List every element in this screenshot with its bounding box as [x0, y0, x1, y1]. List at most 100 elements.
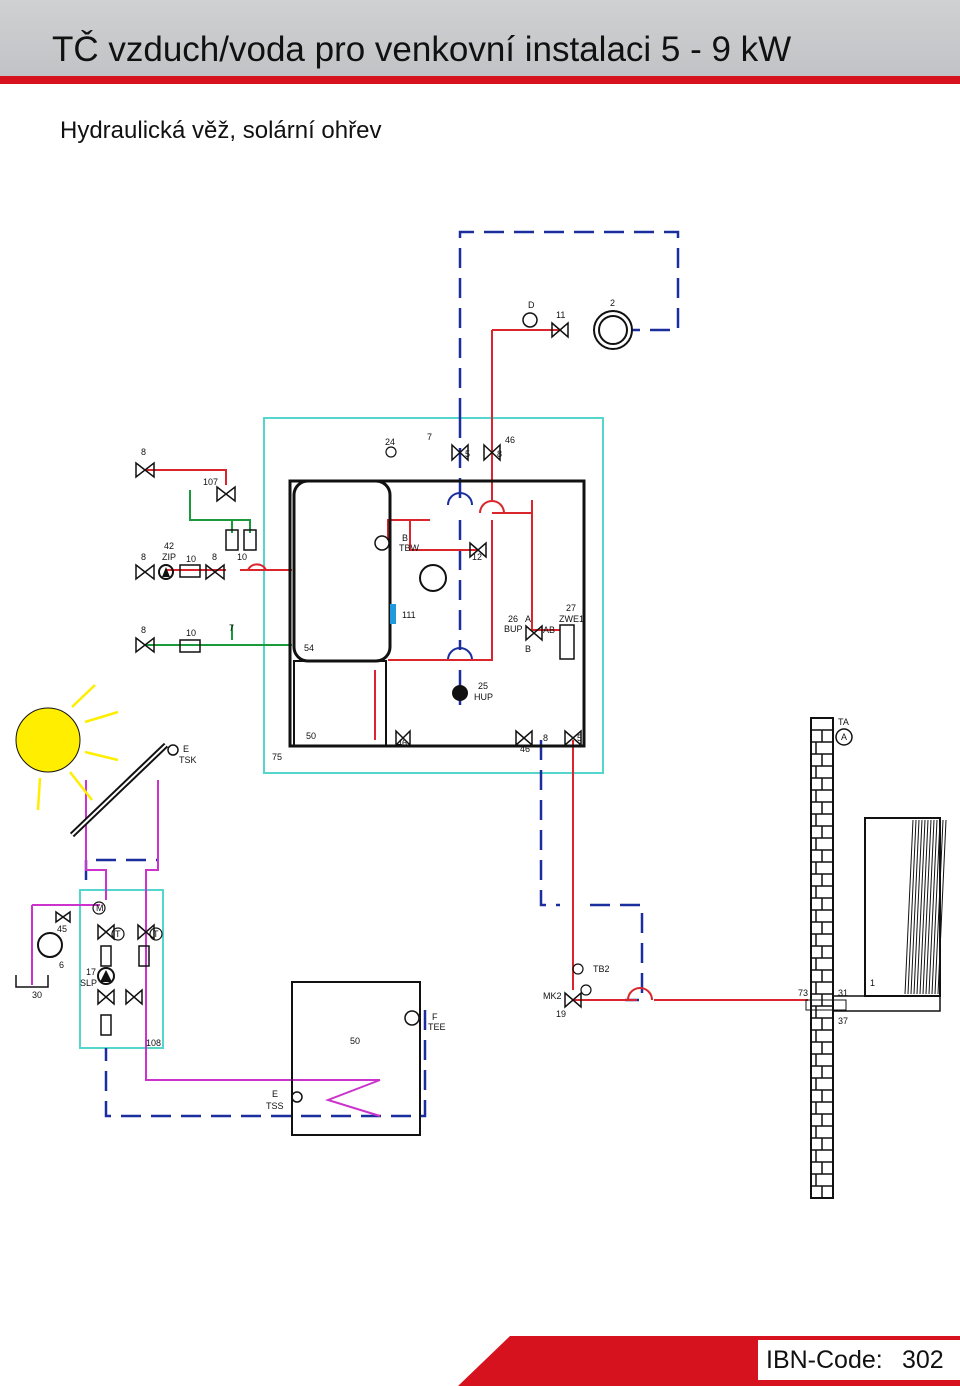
label-8c: 8 — [212, 552, 217, 562]
thermometer-1 — [111, 927, 125, 941]
footer-code-box — [758, 1340, 960, 1380]
heat-exchanger-fin — [916, 819, 926, 995]
label-a: A — [525, 614, 531, 624]
label-30: 30 — [32, 990, 42, 1000]
heat-exchanger-fin — [922, 819, 932, 995]
label-27: 27 — [566, 603, 576, 613]
label-8a: 8 — [141, 447, 146, 457]
sensor-ta — [835, 728, 853, 746]
heat-exchanger-fin — [913, 819, 923, 995]
label-tss: TSS — [266, 1101, 284, 1111]
label-10c: 10 — [186, 628, 196, 638]
solar-station-frame — [79, 889, 164, 1049]
label-tb2: TB2 — [593, 964, 610, 974]
heat-exchanger-fin — [925, 819, 935, 995]
drain-tray-30 — [15, 975, 49, 988]
cold-water-lines — [145, 490, 292, 646]
label-m: M — [96, 903, 104, 913]
heat-exchanger-fin — [931, 819, 941, 995]
component-labels: 8 107 42 ZIP 8 10 8 10 8 10 7 54 24 7 5 … — [32, 298, 875, 1111]
label-bb: B — [525, 644, 531, 654]
label-31: 31 — [838, 988, 848, 998]
label-7b: 7 — [427, 432, 432, 442]
zwe1-heater — [559, 624, 575, 660]
label-11: 11 — [556, 310, 565, 320]
solar-lines — [31, 780, 381, 1117]
heat-exchanger-fin — [919, 819, 929, 995]
heat-exchanger-fin — [904, 819, 914, 995]
tower-housing — [288, 479, 586, 748]
label-46b: 46 — [397, 738, 407, 748]
label-a-circle: A — [841, 732, 847, 742]
ibn-code-label: IBN-Code: — [766, 1346, 883, 1374]
label-111: 111 — [402, 610, 416, 620]
label-tsk: TSK — [179, 755, 197, 765]
heat-exchanger-fin — [937, 819, 947, 995]
boiler-2-inner — [598, 315, 628, 345]
label-8b: 8 — [141, 552, 146, 562]
page-title: TČ vzduch/voda pro venkovní instalaci 5 … — [52, 30, 792, 69]
label-1: 1 — [870, 978, 875, 988]
supply-lines — [145, 329, 808, 1001]
thermometer-2 — [149, 927, 163, 941]
header-bar — [0, 0, 960, 84]
label-zwe1: ZWE1 — [559, 614, 584, 624]
label-ab: AB — [543, 625, 555, 635]
label-10a: 10 — [186, 554, 196, 564]
label-8d: 8 — [141, 625, 146, 635]
sensor-tbw — [374, 535, 390, 551]
label-10b: 10 — [237, 552, 247, 562]
label-42: 42 — [164, 541, 174, 551]
sensor-d — [522, 312, 538, 328]
label-107: 107 — [203, 477, 218, 487]
label-tbw: TBW — [399, 543, 420, 553]
label-8f: 8 — [543, 733, 548, 743]
label-24: 24 — [385, 437, 395, 447]
sensor-tss — [291, 1091, 303, 1103]
label-bup: BUP — [504, 624, 523, 634]
label-b: B — [402, 533, 408, 543]
sensor-tsk — [167, 744, 179, 756]
ibn-code-value: 302 — [902, 1346, 944, 1374]
sensor-tb2 — [572, 963, 584, 975]
heat-exchanger-fin — [928, 819, 938, 995]
heat-exchanger-fin — [934, 819, 944, 995]
label-54: 54 — [304, 643, 314, 653]
tank-bottom-module — [293, 660, 387, 747]
solar-storage-tank — [291, 981, 421, 1136]
header-accent-stripe — [0, 76, 960, 84]
label-12: 12 — [472, 552, 482, 562]
filters — [100, 529, 257, 1036]
label-73: 73 — [798, 988, 808, 998]
solar-collector — [69, 742, 169, 838]
label-f: F — [432, 1012, 438, 1022]
label-t2: T — [153, 929, 159, 939]
slp-pump — [97, 967, 115, 985]
page-subtitle: Hydraulická věž, solární ohřev — [60, 117, 382, 144]
label-2: 2 — [610, 298, 615, 308]
boiler-2-outer — [593, 310, 633, 350]
label-slp: SLP — [80, 978, 97, 988]
zip-pump — [158, 564, 174, 580]
sensor-mk2 — [580, 984, 592, 996]
label-17: 17 — [86, 967, 96, 977]
label-19: 19 — [556, 1009, 566, 1019]
label-5b: 5 — [577, 733, 582, 743]
label-50a: 50 — [306, 731, 316, 741]
wall-penetration-73 — [805, 999, 847, 1011]
hup-pump — [452, 685, 468, 701]
label-6: 6 — [59, 960, 64, 970]
building-wall — [810, 717, 834, 1199]
expansion-vessel-45 — [37, 932, 63, 958]
label-26: 26 — [508, 614, 518, 624]
tower-frame — [263, 417, 604, 774]
label-zip: ZIP — [162, 552, 176, 562]
heat-exchanger-fin — [907, 819, 917, 995]
label-d: D — [528, 300, 535, 310]
label-5a: 5 — [465, 449, 470, 459]
label-46a: 46 — [505, 435, 515, 445]
sensor-tee — [404, 1010, 420, 1026]
label-108: 108 — [146, 1038, 161, 1048]
valves — [55, 321, 582, 1009]
